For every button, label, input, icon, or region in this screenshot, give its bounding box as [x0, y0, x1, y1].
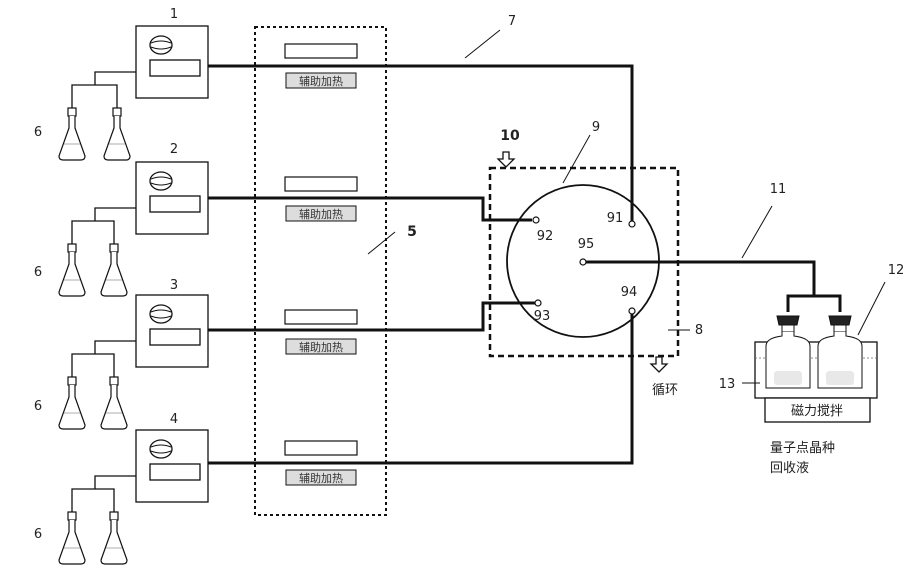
arrow-down-icon: [651, 357, 667, 372]
label-bath-13: 13: [719, 377, 736, 392]
port-93-marker: [535, 300, 541, 306]
label-flask-6b: 6: [34, 265, 42, 280]
port-95-marker: [580, 259, 586, 265]
flask-2b: [101, 244, 127, 296]
pump-1: [136, 26, 208, 98]
label-tube-11: 11: [770, 182, 787, 197]
recovery-label-1: 量子点晶种: [770, 441, 835, 456]
label-port-95: 95: [578, 237, 595, 252]
label-port-92: 92: [537, 229, 554, 244]
port-92-marker: [533, 217, 539, 223]
bottle-1: [766, 316, 810, 388]
pump-2: [136, 162, 208, 234]
tube-pump3-port93: [208, 303, 536, 330]
label-pump-1: 1: [170, 7, 178, 22]
stir-label: 磁力搅拌: [791, 403, 843, 419]
flask-3b: [101, 377, 127, 429]
tube-pump4-port94: [208, 311, 632, 463]
label-flask-6c: 6: [34, 399, 42, 414]
label-port-94: 94: [621, 285, 638, 300]
recovery-label-2: 回收液: [770, 461, 809, 476]
port-94-marker: [629, 308, 635, 314]
arrow-down-icon: [498, 152, 514, 167]
label-disk-9: 9: [592, 120, 600, 135]
pump-4: [136, 430, 208, 502]
label-chamber-10: 10: [500, 128, 520, 144]
heater-label-4: 辅助加热: [299, 471, 343, 485]
label-pump-2: 2: [170, 142, 178, 157]
label-port-91: 91: [607, 211, 624, 226]
heater-label-1: 辅助加热: [299, 74, 343, 88]
tube-split-bottles: [788, 296, 840, 312]
flask-4a: [59, 512, 85, 564]
flask-2a: [59, 244, 85, 296]
label-pump-4: 4: [170, 412, 178, 427]
label-tube-7: 7: [508, 14, 516, 29]
tube-pump2-port92: [208, 198, 532, 220]
flask-1a: [59, 108, 85, 160]
label-chamber-8: 8: [695, 323, 703, 338]
label-flask-6a: 6: [34, 125, 42, 140]
label-port-93: 93: [534, 309, 551, 324]
label-pump-3: 3: [170, 278, 178, 293]
label-bottle-12: 12: [888, 263, 905, 278]
label-heater-5: 5: [407, 224, 417, 240]
flask-3a: [59, 377, 85, 429]
bottle-2: [818, 316, 862, 388]
flask-4b: [101, 512, 127, 564]
heater-label-2: 辅助加热: [299, 207, 343, 221]
heater-block-3: 辅助加热: [285, 310, 357, 354]
cycle-label: 循环: [652, 383, 678, 398]
tube-port95-bottles: [583, 262, 814, 295]
tube-pump1-port91: [208, 66, 632, 224]
pump-3: [136, 295, 208, 367]
label-flask-6d: 6: [34, 527, 42, 542]
port-91-marker: [629, 221, 635, 227]
flask-1b: [104, 108, 130, 160]
heater-label-3: 辅助加热: [299, 340, 343, 354]
